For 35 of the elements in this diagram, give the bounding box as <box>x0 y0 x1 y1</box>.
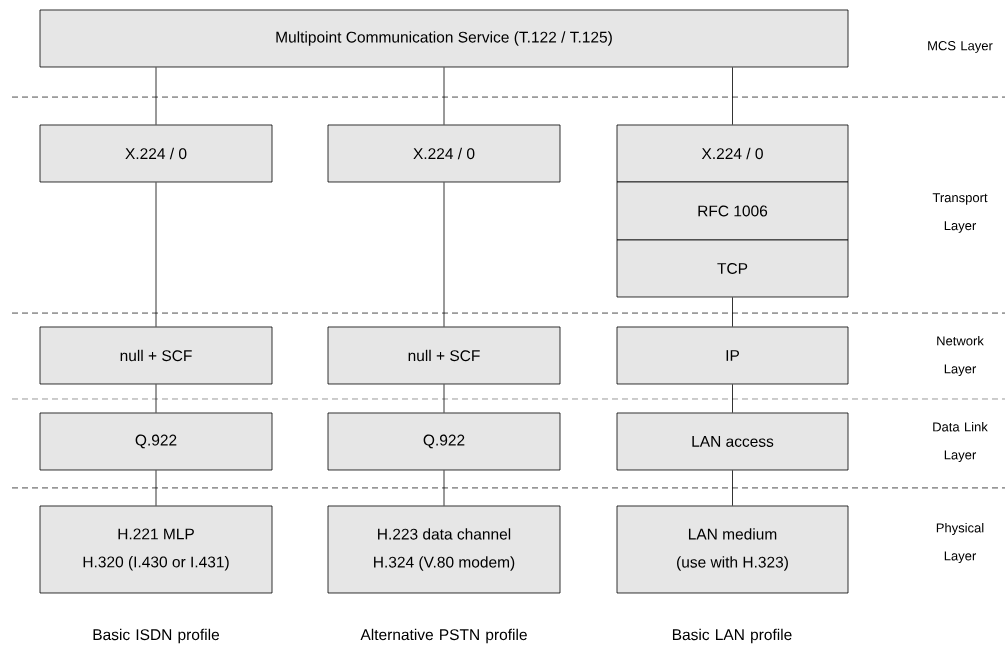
connector-line <box>443 470 445 506</box>
connector-line <box>155 182 157 327</box>
protocol-box: X.224 / 0 <box>327 124 561 183</box>
protocol-box: IP <box>616 326 849 385</box>
profile-caption: Basic LAN profile <box>672 628 792 644</box>
protocol-box: H.221 MLP H.320 (I.430 or I.431) <box>39 505 273 594</box>
layer-label: MCS Layer <box>928 41 993 53</box>
layer-label: Physical Layer <box>936 522 984 564</box>
protocol-box: LAN access <box>616 412 849 471</box>
protocol-box: RFC 1006 <box>616 181 849 241</box>
connector-line <box>732 470 733 506</box>
protocol-box: LAN medium (use with H.323) <box>616 505 849 594</box>
protocol-box: H.223 data channel H.324 (V.80 modem) <box>327 505 561 594</box>
protocol-box: TCP <box>616 239 849 298</box>
protocol-box: Q.922 <box>39 412 273 471</box>
connector-line <box>155 470 157 506</box>
protocol-box: null + SCF <box>39 326 273 385</box>
connector-line <box>155 67 157 125</box>
protocol-box: X.224 / 0 <box>616 124 849 183</box>
layer-label: Data Link Layer <box>933 421 988 463</box>
connector-line <box>155 384 157 413</box>
layer-label: Network Layer <box>937 335 984 377</box>
connector-line <box>732 297 733 327</box>
connector-line <box>443 384 445 413</box>
protocol-box: Q.922 <box>327 412 561 471</box>
protocol-box: Multipoint Communication Service (T.122 / T.125) <box>39 9 849 68</box>
connector-line <box>732 384 733 413</box>
layer-label: Transport Layer <box>932 193 988 233</box>
connector-line <box>443 67 445 125</box>
protocol-box: null + SCF <box>327 326 561 385</box>
connector-line <box>443 182 445 327</box>
protocol-box: X.224 / 0 <box>39 124 273 183</box>
profile-caption: Basic ISDN profile <box>93 628 220 644</box>
profile-caption: Alternative PSTN profile <box>360 628 527 644</box>
connector-line <box>732 67 733 125</box>
